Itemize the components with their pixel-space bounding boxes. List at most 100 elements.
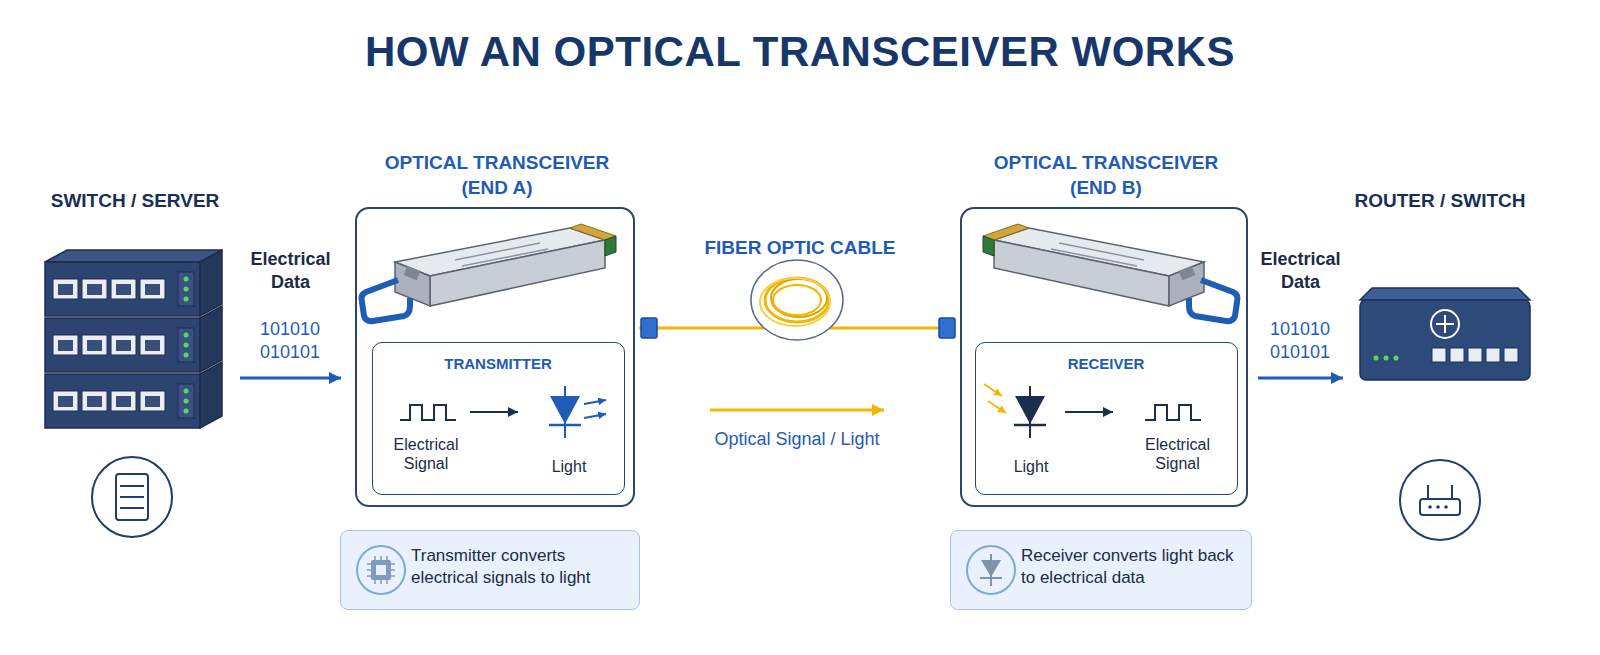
- transceiver-box: OPTICAL TRANSCEIVER (END B)RECEIVERLight…: [960, 207, 1248, 507]
- edge-label: Electrical Data: [241, 248, 341, 295]
- router-icon-part: [1420, 499, 1460, 515]
- transmitter-symbols-part: [584, 414, 606, 418]
- server-rack-part: [184, 389, 189, 394]
- server-rack-part: [184, 333, 189, 338]
- signal-label: Light: [1001, 457, 1061, 476]
- router-icon-part: [1444, 505, 1448, 509]
- fiber-coil: [751, 260, 843, 340]
- server-rack-part: [58, 396, 73, 407]
- block-heading: RECEIVER: [976, 355, 1236, 374]
- server-rack-part: [53, 279, 78, 299]
- router-part: [1360, 300, 1530, 380]
- fiber-coil-part: [760, 278, 830, 326]
- router-part: [1394, 356, 1399, 361]
- receiver-symbols-part: [1015, 396, 1045, 424]
- data-arrow: [1258, 377, 1343, 380]
- cable-label: FIBER OPTIC CABLE: [680, 236, 920, 261]
- server-rack-part: [82, 335, 107, 355]
- transmitter-symbols-part: [470, 411, 518, 413]
- server-rack-part: [58, 284, 73, 295]
- receiver-symbols-part: [1065, 411, 1113, 413]
- server-rack-part: [145, 284, 160, 295]
- fiber-plug-part: [641, 318, 657, 338]
- server-icon-part: [120, 485, 144, 487]
- server-icon: [92, 457, 172, 537]
- device-node: ROUTER / SWITCH: [1355, 185, 1545, 545]
- sfp-module-a: [362, 224, 617, 321]
- server-icon-part: [116, 474, 148, 520]
- server-rack-part: [184, 297, 189, 302]
- server-rack-part: [45, 250, 222, 262]
- device-heading: SWITCH / SERVER: [25, 189, 245, 213]
- block-heading: TRANSMITTER: [373, 355, 623, 374]
- fiber-plug-part: [939, 318, 955, 338]
- server-icon-part: [92, 457, 172, 537]
- server-rack-part: [111, 335, 136, 355]
- edge-label: Electrical Data: [1251, 248, 1351, 295]
- router-icon-part: [1400, 460, 1480, 540]
- server-rack-part: [58, 340, 73, 351]
- server-rack-part: [184, 287, 189, 292]
- server-rack-part: [140, 279, 165, 299]
- server-icon-part: [120, 507, 144, 509]
- sfp-module-b: [983, 224, 1238, 321]
- note-text: Receiver converts light back to electric…: [1021, 545, 1245, 589]
- receiver-symbols-part: [1014, 424, 1046, 427]
- fiber-plug: [641, 318, 955, 338]
- server-rack-part: [45, 262, 200, 316]
- router-part: [1486, 348, 1500, 362]
- router-part: [1504, 348, 1518, 362]
- fiber-coil-part: [751, 260, 843, 340]
- binary-data: 101010 010101: [1250, 318, 1350, 365]
- router-part: [1436, 315, 1454, 333]
- signal-label: Electrical Signal: [381, 435, 471, 473]
- router-icon-part: [1427, 485, 1429, 499]
- server-rack-part: [140, 391, 165, 411]
- router-part: [1360, 288, 1530, 300]
- signal-label: Electrical Signal: [1130, 435, 1225, 473]
- server-rack-part: [87, 284, 102, 295]
- server-rack-part: [82, 279, 107, 299]
- receiver-symbols-part: [984, 384, 1002, 396]
- transmitter-symbols-part: [549, 424, 581, 427]
- server-rack-part: [178, 272, 194, 306]
- router-part: [1432, 348, 1446, 362]
- server-rack-part: [200, 250, 222, 316]
- server-rack-part: [200, 362, 222, 428]
- router-icon: [1400, 460, 1480, 540]
- note-box: Receiver converts light back to electric…: [950, 530, 1252, 610]
- router-icon-part: [1428, 505, 1432, 509]
- router-part: [1468, 348, 1482, 362]
- optical-signal-arrow: [710, 409, 884, 412]
- server-rack-part: [178, 384, 194, 418]
- router-part: [1374, 356, 1379, 361]
- receiver-symbols: [984, 384, 1201, 438]
- server-rack-part: [82, 391, 107, 411]
- server-rack-part: [184, 409, 189, 414]
- server-rack-part: [111, 279, 136, 299]
- transmitter-symbols: [400, 386, 606, 438]
- note-text: Transmitter converts electrical signals …: [411, 545, 633, 589]
- router-part: [1384, 356, 1389, 361]
- transmitter-symbols-part: [584, 400, 606, 404]
- server-rack-part: [53, 391, 78, 411]
- transmitter-symbols-part: [400, 405, 456, 420]
- server-rack-part: [45, 374, 200, 428]
- router: [1360, 288, 1530, 380]
- transmitter-box: TRANSMITTERElectrical SignalLight: [372, 342, 625, 495]
- server-rack-part: [184, 343, 189, 348]
- binary-data: 101010 010101: [240, 318, 340, 365]
- receiver-symbols-part: [988, 401, 1006, 413]
- router-part: [1450, 348, 1464, 362]
- server-rack-part: [116, 340, 131, 351]
- note-box: Transmitter converts electrical signals …: [340, 530, 640, 610]
- signal-label: Optical Signal / Light: [687, 428, 907, 451]
- server-rack-part: [184, 399, 189, 404]
- server-rack-part: [145, 396, 160, 407]
- device-node: SWITCH / SERVER: [40, 185, 230, 545]
- server-rack-part: [87, 340, 102, 351]
- server-rack-part: [53, 335, 78, 355]
